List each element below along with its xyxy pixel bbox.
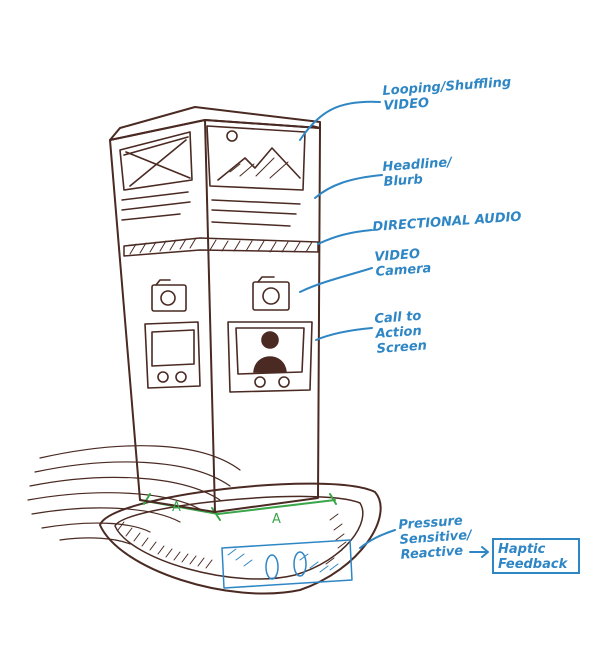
left-camera-icon [151,279,187,312]
front-camera-icon [252,276,290,311]
pillar [109,106,321,513]
haptic-feedback-box [492,538,580,574]
pressure-mat [99,482,382,595]
pressure-sensors [221,539,353,589]
zone-label-left: A [172,500,181,515]
front-cta-screen [227,321,313,393]
left-video-screen [119,131,193,191]
label-haptic-feedback: Haptic Feedback [498,542,568,572]
label-call-to-action: Call to Action Screen [374,308,428,357]
headline-text [121,191,301,227]
audio-band [123,237,319,257]
left-cta-screen [144,321,201,389]
label-headline-blurb: Headline/ Blurb [382,155,453,190]
zone-label-right: A [272,512,281,527]
annotation-arrows [299,100,489,558]
mat-hatch [117,513,347,569]
ground-shadow [27,445,241,545]
label-video-camera: VIDEO Camera [374,246,432,280]
label-pressure-sensitive: Pressure Sensitive/ Reactive [398,513,473,563]
front-video-screen [206,125,306,191]
